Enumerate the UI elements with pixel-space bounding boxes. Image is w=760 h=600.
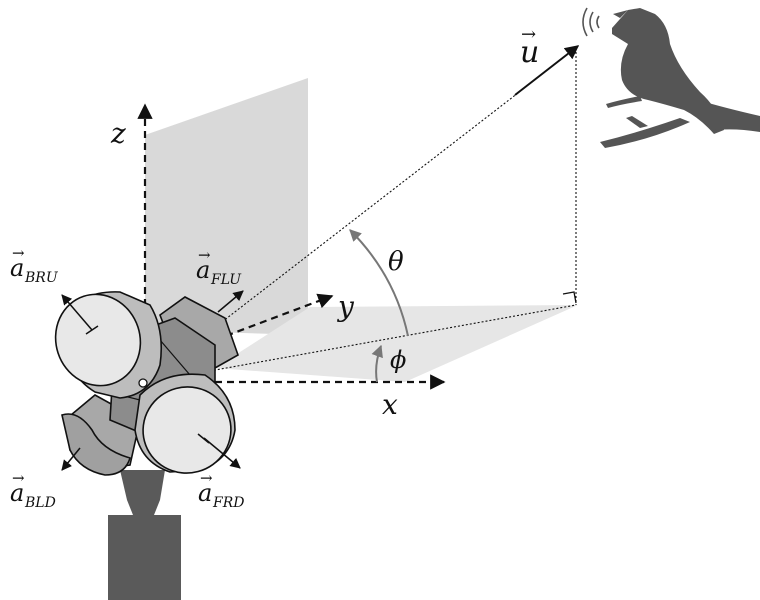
u-label-arrow: → — [521, 24, 536, 45]
a-bru-label-sub: BRU — [24, 270, 59, 286]
a-flu-arrow — [217, 290, 244, 313]
a-frd-arrow — [203, 437, 241, 469]
a-bld-label-base: a — [10, 479, 24, 507]
mount-base — [108, 515, 181, 600]
capsule-bru — [54, 291, 163, 399]
y-axis — [214, 293, 334, 342]
a-flu-label-arrow: → — [198, 246, 211, 264]
capsule-bld-body — [61, 413, 131, 476]
u-label-text: u — [520, 35, 539, 70]
a-frd-tick — [197, 433, 210, 444]
a-frd-label-sub: FRD — [212, 495, 244, 511]
z-axis-label: z — [110, 117, 126, 150]
a-frd-label-arrow: → — [200, 469, 213, 487]
a-bru-tick — [85, 325, 99, 335]
capsule-frd — [134, 373, 241, 474]
ground-plane — [215, 305, 578, 382]
a-bru-arrow — [61, 294, 93, 331]
u-vector-dotted — [142, 92, 519, 384]
a-frd-label: → a FRD — [198, 469, 244, 511]
a-bru-label-base: a — [10, 254, 24, 282]
vertical-plane — [145, 78, 308, 335]
x-axis-label: x — [382, 388, 398, 421]
u-vector-arrow — [514, 45, 580, 96]
origin-marker — [138, 378, 148, 388]
theta-label: θ — [388, 247, 404, 277]
a-flu-label-base: a — [196, 256, 210, 284]
a-bru-label-arrow: → — [12, 244, 25, 262]
a-bru-label: → a BRU — [10, 244, 59, 286]
body-edge-1 — [159, 339, 191, 376]
a-flu-label-sub: FLU — [210, 272, 242, 288]
bird-icon — [600, 8, 760, 148]
capsule-bru-face — [54, 293, 142, 387]
sound-waves-icon — [582, 7, 600, 37]
phi-arc — [371, 344, 383, 383]
a-bld-arrow — [61, 447, 81, 471]
a-bld-label-sub: BLD — [24, 495, 56, 511]
microphone-array-icon — [54, 290, 244, 600]
phi-label: ϕ — [390, 346, 406, 374]
theta-arc — [349, 229, 409, 337]
a-frd-label-base: a — [198, 479, 212, 507]
mount-neck — [120, 470, 165, 520]
right-angle-marker — [562, 291, 577, 304]
capsule-bld — [61, 413, 131, 476]
u-label: u → — [520, 24, 539, 70]
y-axis-label: y — [336, 290, 355, 323]
capsule-frd-face — [142, 386, 232, 474]
a-bld-label-arrow: → — [12, 469, 25, 487]
a-bld-label: → a BLD — [10, 469, 56, 511]
a-flu-label: → a FLU — [196, 246, 242, 288]
